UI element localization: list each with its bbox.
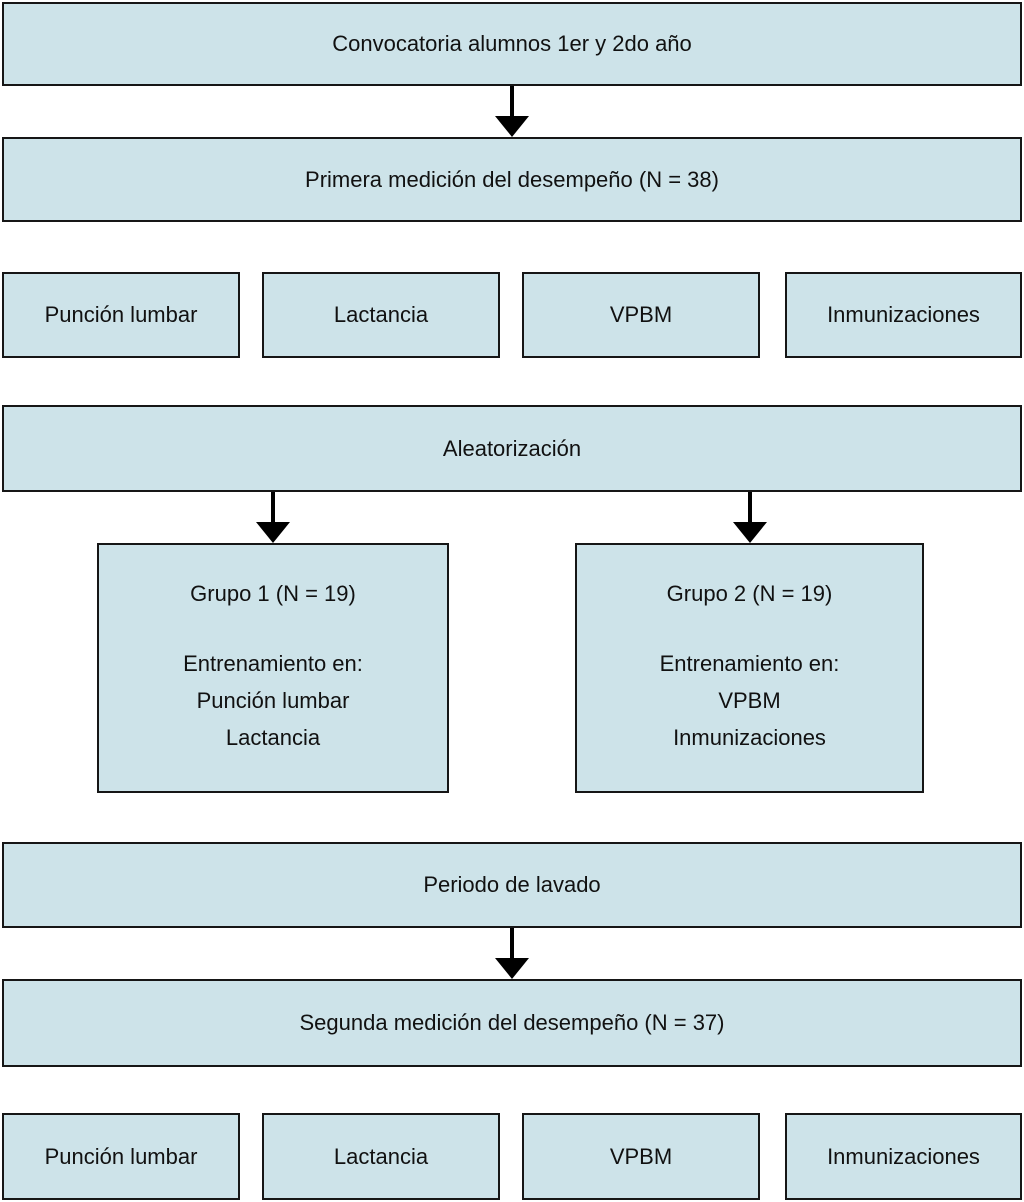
box-periodo-lavado: Periodo de lavado — [2, 842, 1022, 928]
arrow-shaft — [510, 928, 514, 958]
box-top-puncion-lumbar-label: Punción lumbar — [44, 302, 198, 328]
box-top-vpbm: VPBM — [522, 272, 760, 358]
box-bottom-puncion-lumbar-label: Punción lumbar — [44, 1143, 198, 1169]
box-periodo-lavado-label: Periodo de lavado — [423, 872, 601, 898]
arrow-shaft — [510, 86, 514, 116]
grupo2-item: VPBM — [718, 688, 781, 714]
box-bottom-vpbm-label: VPBM — [609, 1143, 673, 1169]
box-grupo2: Grupo 2 (N = 19) Entrenamiento en: VPBM … — [575, 543, 924, 793]
box-top-lactancia: Lactancia — [262, 272, 500, 358]
box-top-puncion-lumbar: Punción lumbar — [2, 272, 240, 358]
box-segunda-medicion: Segunda medición del desempeño (N = 37) — [2, 979, 1022, 1067]
box-primera-medicion: Primera medición del desempeño (N = 38) — [2, 137, 1022, 222]
box-top-lactancia-label: Lactancia — [333, 302, 429, 328]
box-aleatorizacion-label: Aleatorización — [442, 435, 582, 461]
arrow-shaft — [271, 492, 275, 522]
grupo1-item: Punción lumbar — [196, 688, 350, 714]
box-bottom-inmunizaciones: Inmunizaciones — [785, 1113, 1022, 1200]
box-primera-medicion-label: Primera medición del desempeño (N = 38) — [305, 166, 719, 192]
grupo2-title: Grupo 2 (N = 19) — [666, 580, 833, 606]
down-arrow-to-grupo2 — [733, 492, 767, 543]
box-aleatorizacion: Aleatorización — [2, 405, 1022, 492]
box-top-vpbm-label: VPBM — [609, 302, 673, 328]
grupo1-subtitle: Entrenamiento en: — [183, 651, 363, 677]
arrow-shaft — [748, 492, 752, 522]
grupo2-item: Inmunizaciones — [673, 725, 826, 751]
box-top-inmunizaciones-label: Inmunizaciones — [827, 302, 980, 328]
box-grupo1: Grupo 1 (N = 19) Entrenamiento en: Punci… — [97, 543, 449, 793]
grupo1-item: Lactancia — [225, 725, 321, 751]
box-bottom-puncion-lumbar: Punción lumbar — [2, 1113, 240, 1200]
box-bottom-inmunizaciones-label: Inmunizaciones — [827, 1143, 980, 1169]
box-bottom-vpbm: VPBM — [522, 1113, 760, 1200]
arrow-head-icon — [256, 522, 290, 543]
down-arrow-to-segunda-medicion — [495, 928, 529, 979]
box-top-inmunizaciones: Inmunizaciones — [785, 272, 1022, 358]
box-convocatoria: Convocatoria alumnos 1er y 2do año — [2, 2, 1022, 86]
arrow-head-icon — [733, 522, 767, 543]
box-bottom-lactancia: Lactancia — [262, 1113, 500, 1200]
grupo2-subtitle: Entrenamiento en: — [659, 651, 840, 677]
grupo1-title: Grupo 1 (N = 19) — [190, 580, 356, 606]
box-convocatoria-label: Convocatoria alumnos 1er y 2do año — [332, 31, 692, 57]
arrow-head-icon — [495, 116, 529, 137]
arrow-head-icon — [495, 958, 529, 979]
box-segunda-medicion-label: Segunda medición del desempeño (N = 37) — [299, 1010, 725, 1036]
box-bottom-lactancia-label: Lactancia — [333, 1143, 429, 1169]
down-arrow-to-grupo1 — [256, 492, 290, 543]
down-arrow-to-primera-medicion — [495, 86, 529, 137]
